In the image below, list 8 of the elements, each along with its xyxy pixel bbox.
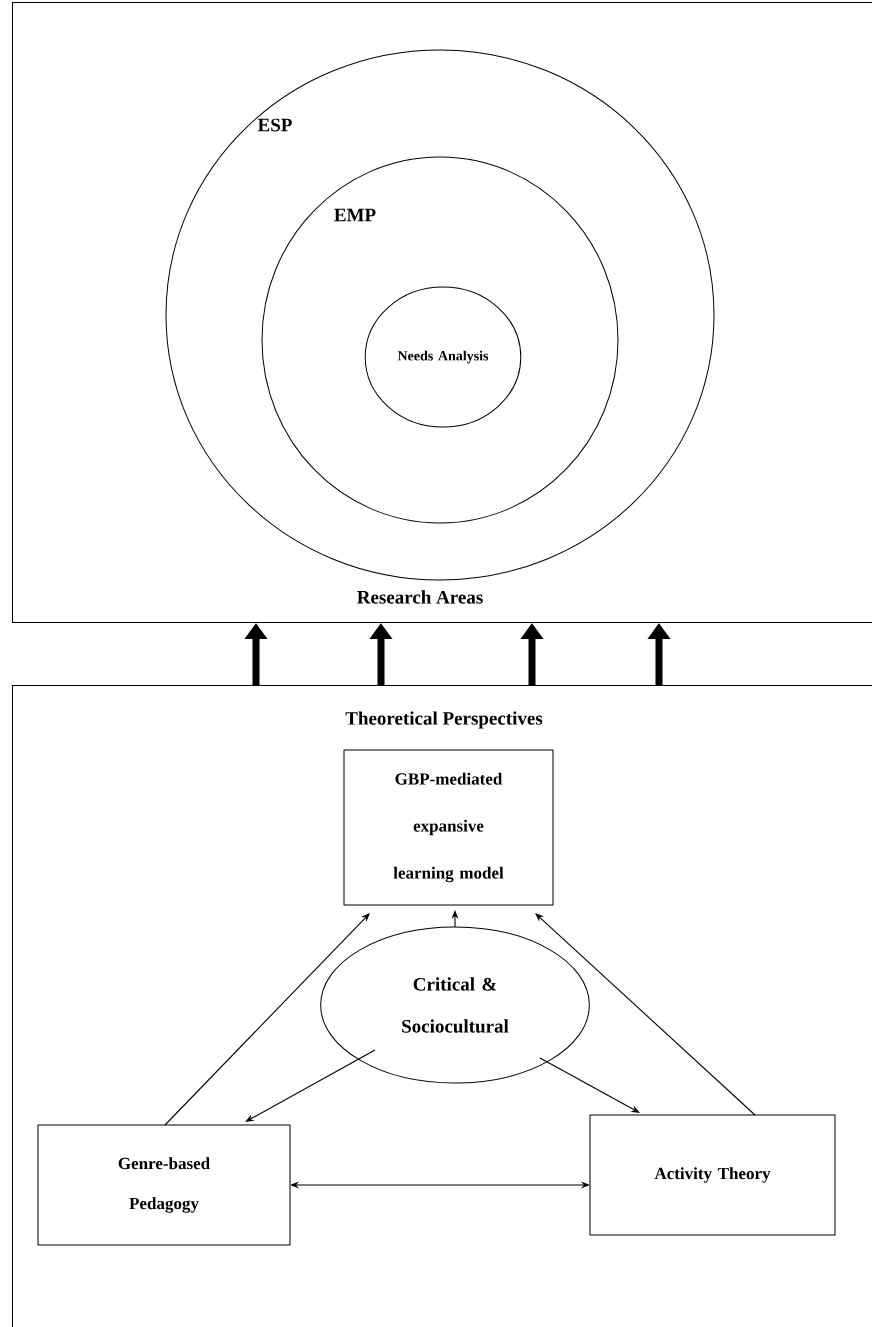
arrow xyxy=(535,913,756,1116)
arrow xyxy=(245,1049,376,1122)
arrow xyxy=(539,1057,640,1113)
concept-box: Genre-based Pedagogy xyxy=(37,1124,291,1246)
concept-box: Activity Theory xyxy=(589,1114,836,1236)
arrow xyxy=(164,913,370,1126)
arrow xyxy=(290,1181,590,1189)
concept-box: GBP-mediated expansive learning model xyxy=(343,749,554,906)
